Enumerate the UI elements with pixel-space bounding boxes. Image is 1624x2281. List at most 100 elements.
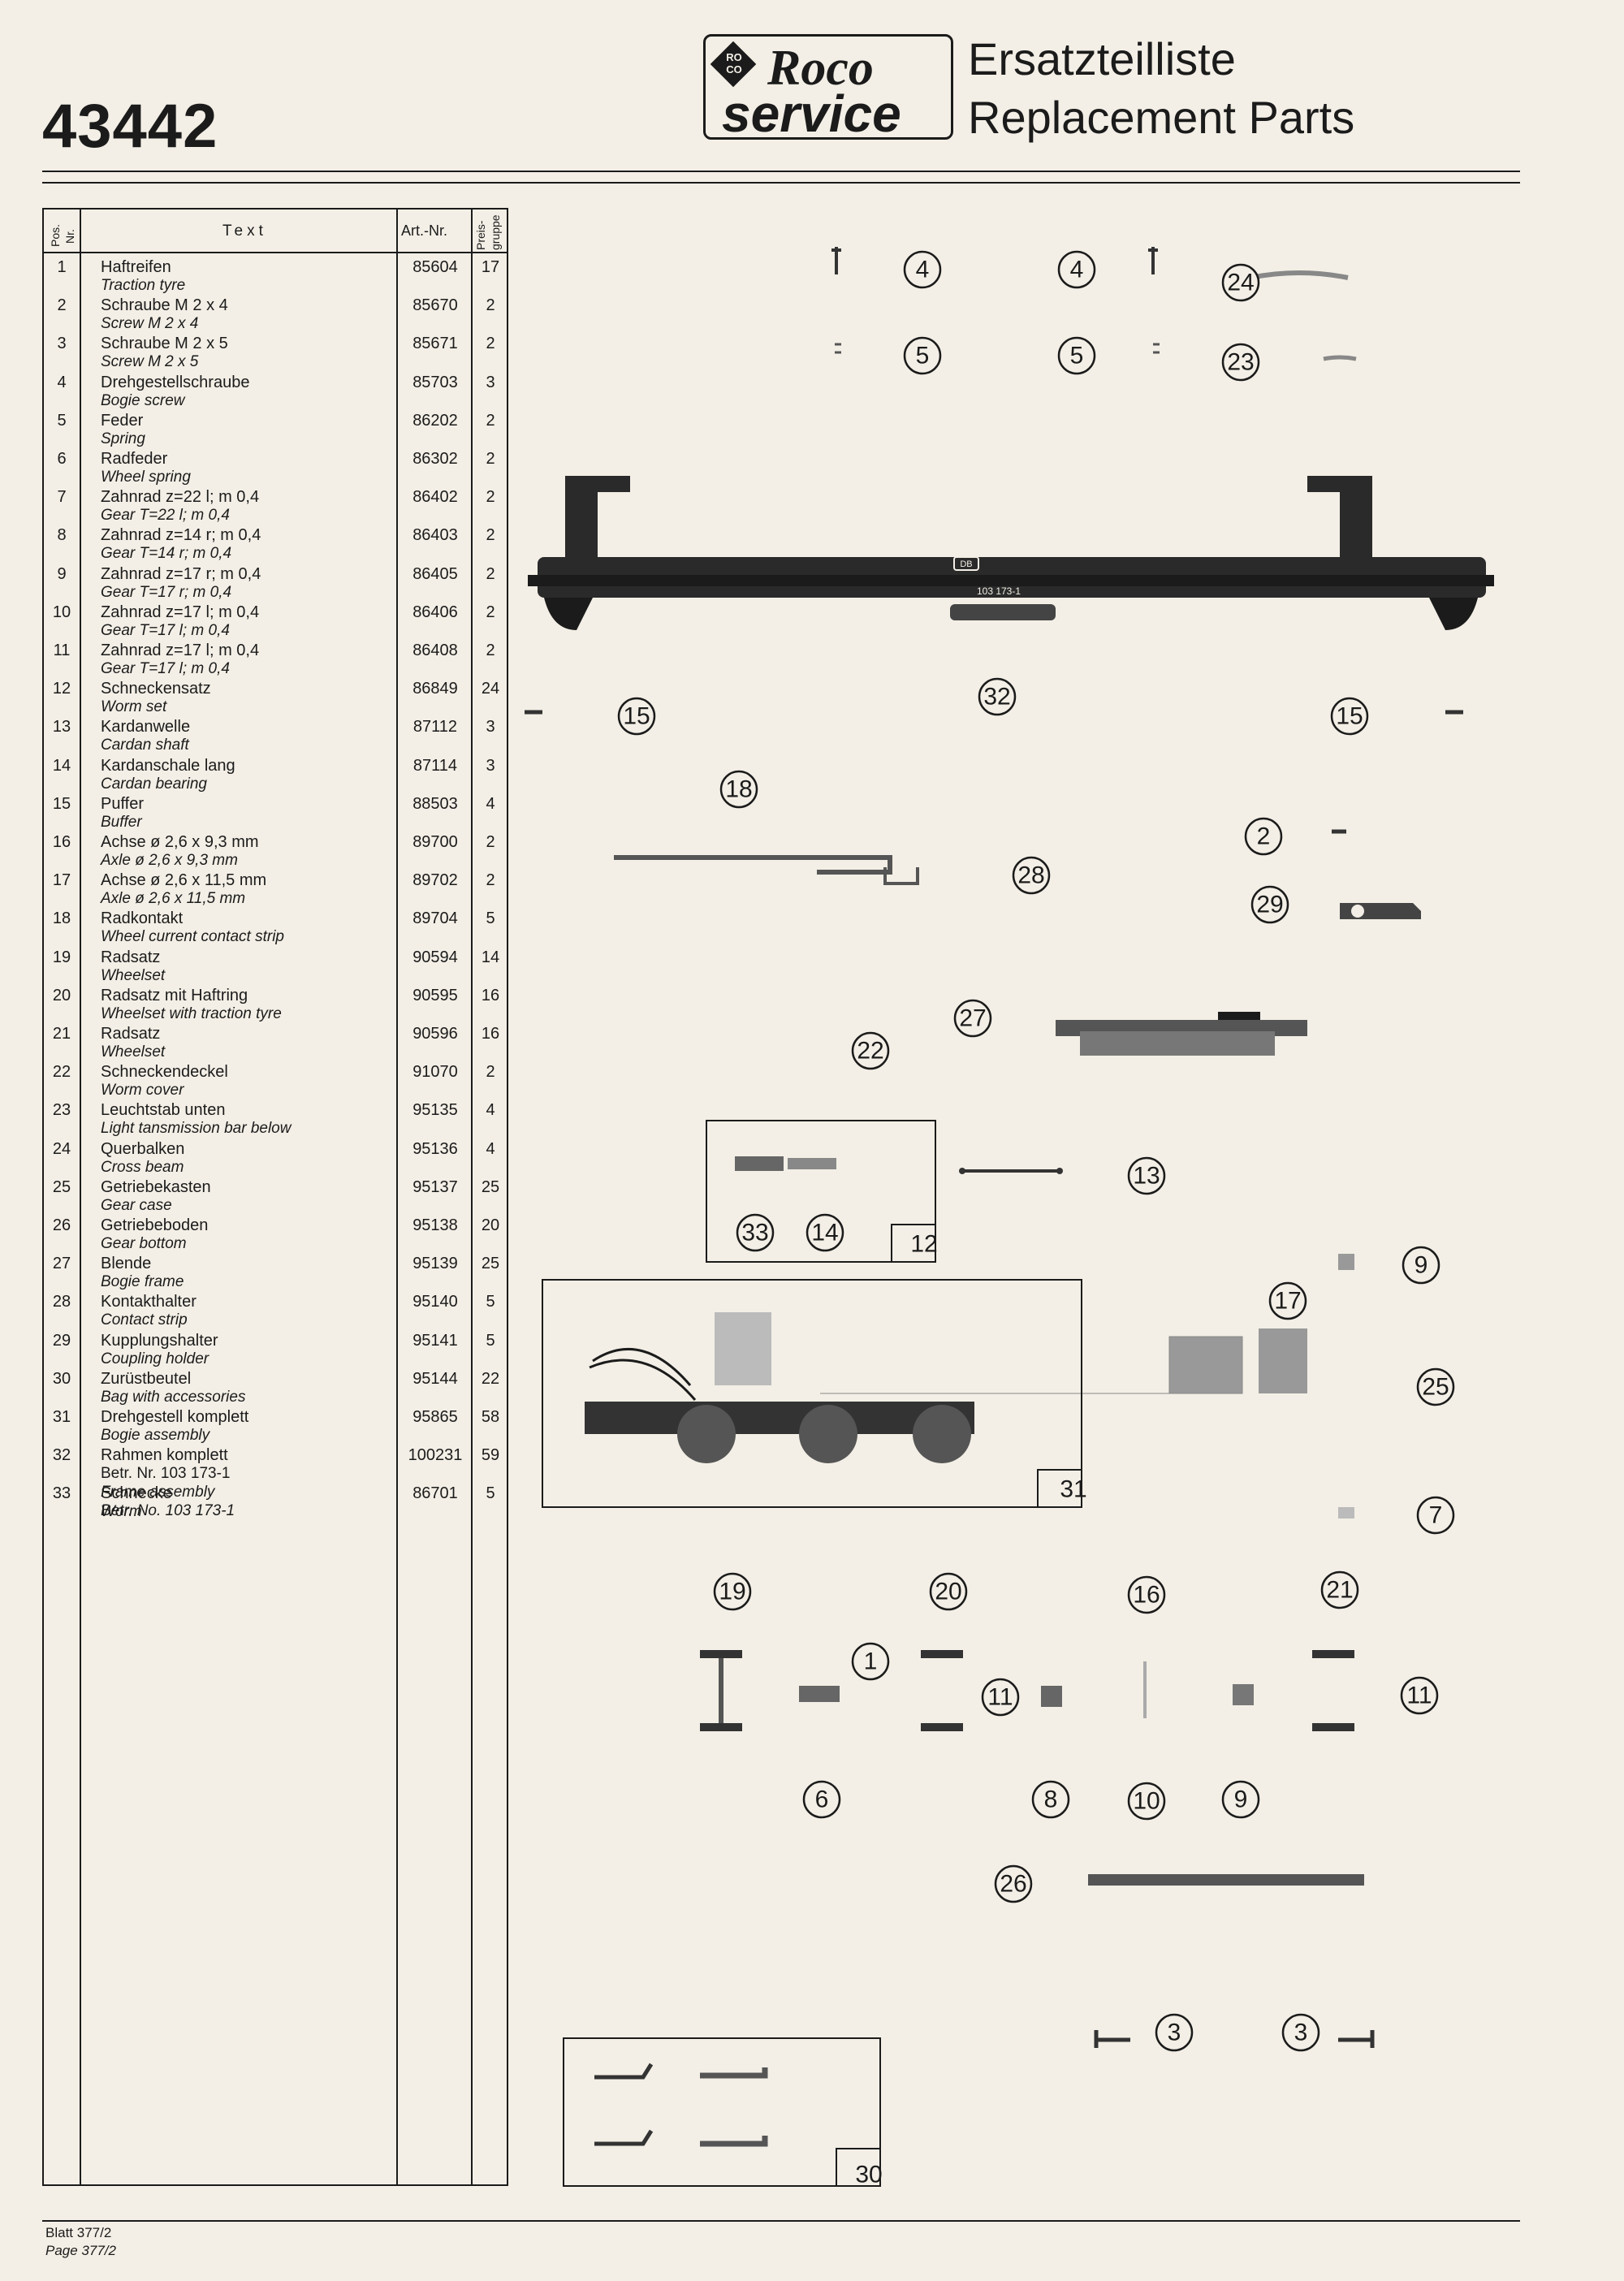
row-text-german: Schneckensatz xyxy=(101,680,211,698)
row-text-german: Zahnrad z=14 r; m 0,4 xyxy=(101,526,261,545)
row-text-english: Gear T=17 l; m 0,4 xyxy=(101,621,230,639)
row-article-number: 89704 xyxy=(412,909,458,928)
row-text-german: Drehgestell komplett xyxy=(101,1408,249,1426)
row-price-group: 2 xyxy=(486,450,495,468)
row-price-group: 2 xyxy=(486,488,495,507)
row-article-number: 86202 xyxy=(412,411,458,430)
row-article-number: 86302 xyxy=(412,450,458,468)
callout-label-4: 4 xyxy=(916,257,930,283)
row-price-group: 25 xyxy=(481,1177,500,1196)
row-position: 8 xyxy=(57,526,67,545)
row-text-english: Gear T=22 l; m 0,4 xyxy=(101,507,230,525)
row-article-number: 86402 xyxy=(412,488,458,507)
header-divider xyxy=(44,252,507,253)
callout-label-22: 22 xyxy=(857,1038,883,1065)
row-price-group: 2 xyxy=(486,296,495,315)
row-text-german: Zahnrad z=17 l; m 0,4 xyxy=(101,642,260,659)
row-position: 7 xyxy=(57,488,67,507)
row-position: 32 xyxy=(52,1446,71,1465)
row-text-english: Wheelset with traction tyre xyxy=(101,1004,282,1022)
row-text-german: Radsatz xyxy=(101,948,161,966)
row-position: 10 xyxy=(52,603,71,621)
frame-marking: 103 173-1 xyxy=(977,585,1021,597)
callout-label-15: 15 xyxy=(1336,703,1363,730)
row-text-english: Axle ø 2,6 x 9,3 mm xyxy=(101,852,238,869)
wheelsets-drawing xyxy=(700,1650,1354,1731)
row-position: 20 xyxy=(52,986,71,1004)
row-text-german: Schraube M 2 x 5 xyxy=(101,335,228,353)
row-text-german: Schraube M 2 x 4 xyxy=(101,296,228,315)
row-text-german: Kardanwelle xyxy=(101,718,191,737)
row-price-group: 3 xyxy=(486,756,495,775)
callout-circle-6 xyxy=(802,1780,841,1819)
row-text-german: Puffer xyxy=(101,794,144,813)
row-text-german: Schneckendeckel xyxy=(101,1063,228,1082)
row-text-english: Buffer xyxy=(101,813,142,831)
callout-circle-14 xyxy=(806,1213,844,1252)
callout-label-9: 9 xyxy=(1234,1786,1248,1813)
callout-label-14: 14 xyxy=(811,1220,838,1246)
row-article-number: 89700 xyxy=(412,833,458,851)
row-price-group: 4 xyxy=(486,1101,495,1120)
gear-bottom-drawing xyxy=(1088,1874,1364,1886)
callout-label-2: 2 xyxy=(1257,823,1271,850)
footer-sheet-de: Blatt 377/2 xyxy=(45,2225,112,2240)
callout-circle-9 xyxy=(1402,1246,1440,1285)
row-article-number: 86406 xyxy=(412,603,458,621)
row-article-number: 95140 xyxy=(412,1293,458,1311)
row-text-english: Gear bottom xyxy=(101,1235,187,1252)
row-article-number: 85604 xyxy=(412,258,458,276)
callout-circle-4 xyxy=(1057,250,1096,289)
row-text-english: Wheel spring xyxy=(101,469,191,486)
row-price-group: 20 xyxy=(481,1216,500,1234)
row-position: 9 xyxy=(57,564,67,583)
row-text-german: Achse ø 2,6 x 11,5 mm xyxy=(101,871,267,890)
callout-circle-15 xyxy=(1330,697,1369,736)
row-price-group: 3 xyxy=(486,718,495,737)
row-text-english: Axle ø 2,6 x 11,5 mm xyxy=(101,890,246,908)
callout-circle-18 xyxy=(719,770,758,809)
frame-assembly-drawing: DB 103 173-1 xyxy=(528,476,1494,630)
callout-label-28: 28 xyxy=(1017,862,1044,889)
row-position: 26 xyxy=(52,1216,71,1234)
row-text-english: Gear T=14 r; m 0,4 xyxy=(101,545,232,563)
row-text-english: Traction tyre xyxy=(101,277,186,294)
callout-label-26: 26 xyxy=(1000,1871,1026,1898)
header-gruppe: gruppe xyxy=(489,214,502,250)
row-price-group: 14 xyxy=(481,948,500,966)
row-text-german: Radsatz mit Haftring xyxy=(101,986,248,1004)
row-price-group: 2 xyxy=(486,833,495,851)
row-position: 15 xyxy=(52,794,71,813)
row-article-number: 86701 xyxy=(412,1484,458,1503)
row-article-number: 89702 xyxy=(412,871,458,890)
callout-label-17: 17 xyxy=(1274,1288,1301,1315)
row-position: 19 xyxy=(52,948,71,966)
row-position: 4 xyxy=(57,373,67,391)
row-price-group: 24 xyxy=(481,680,500,698)
logo-service: service xyxy=(722,84,901,143)
row-position: 3 xyxy=(57,335,67,353)
row-price-group: 16 xyxy=(481,986,500,1004)
row-article-number: 85671 xyxy=(412,335,458,353)
row-price-group: 16 xyxy=(481,1025,500,1043)
row-text-english: Screw M 2 x 5 xyxy=(101,353,199,371)
row-price-group: 2 xyxy=(486,871,495,890)
column-divider xyxy=(396,210,398,2184)
callout-circle-15 xyxy=(617,697,656,736)
row-article-number: 95865 xyxy=(412,1408,458,1426)
row-text-german: Zurüstbeutel xyxy=(101,1369,192,1388)
document-number: 43442 xyxy=(42,92,218,161)
row-text-german: Getriebeboden xyxy=(101,1216,209,1234)
